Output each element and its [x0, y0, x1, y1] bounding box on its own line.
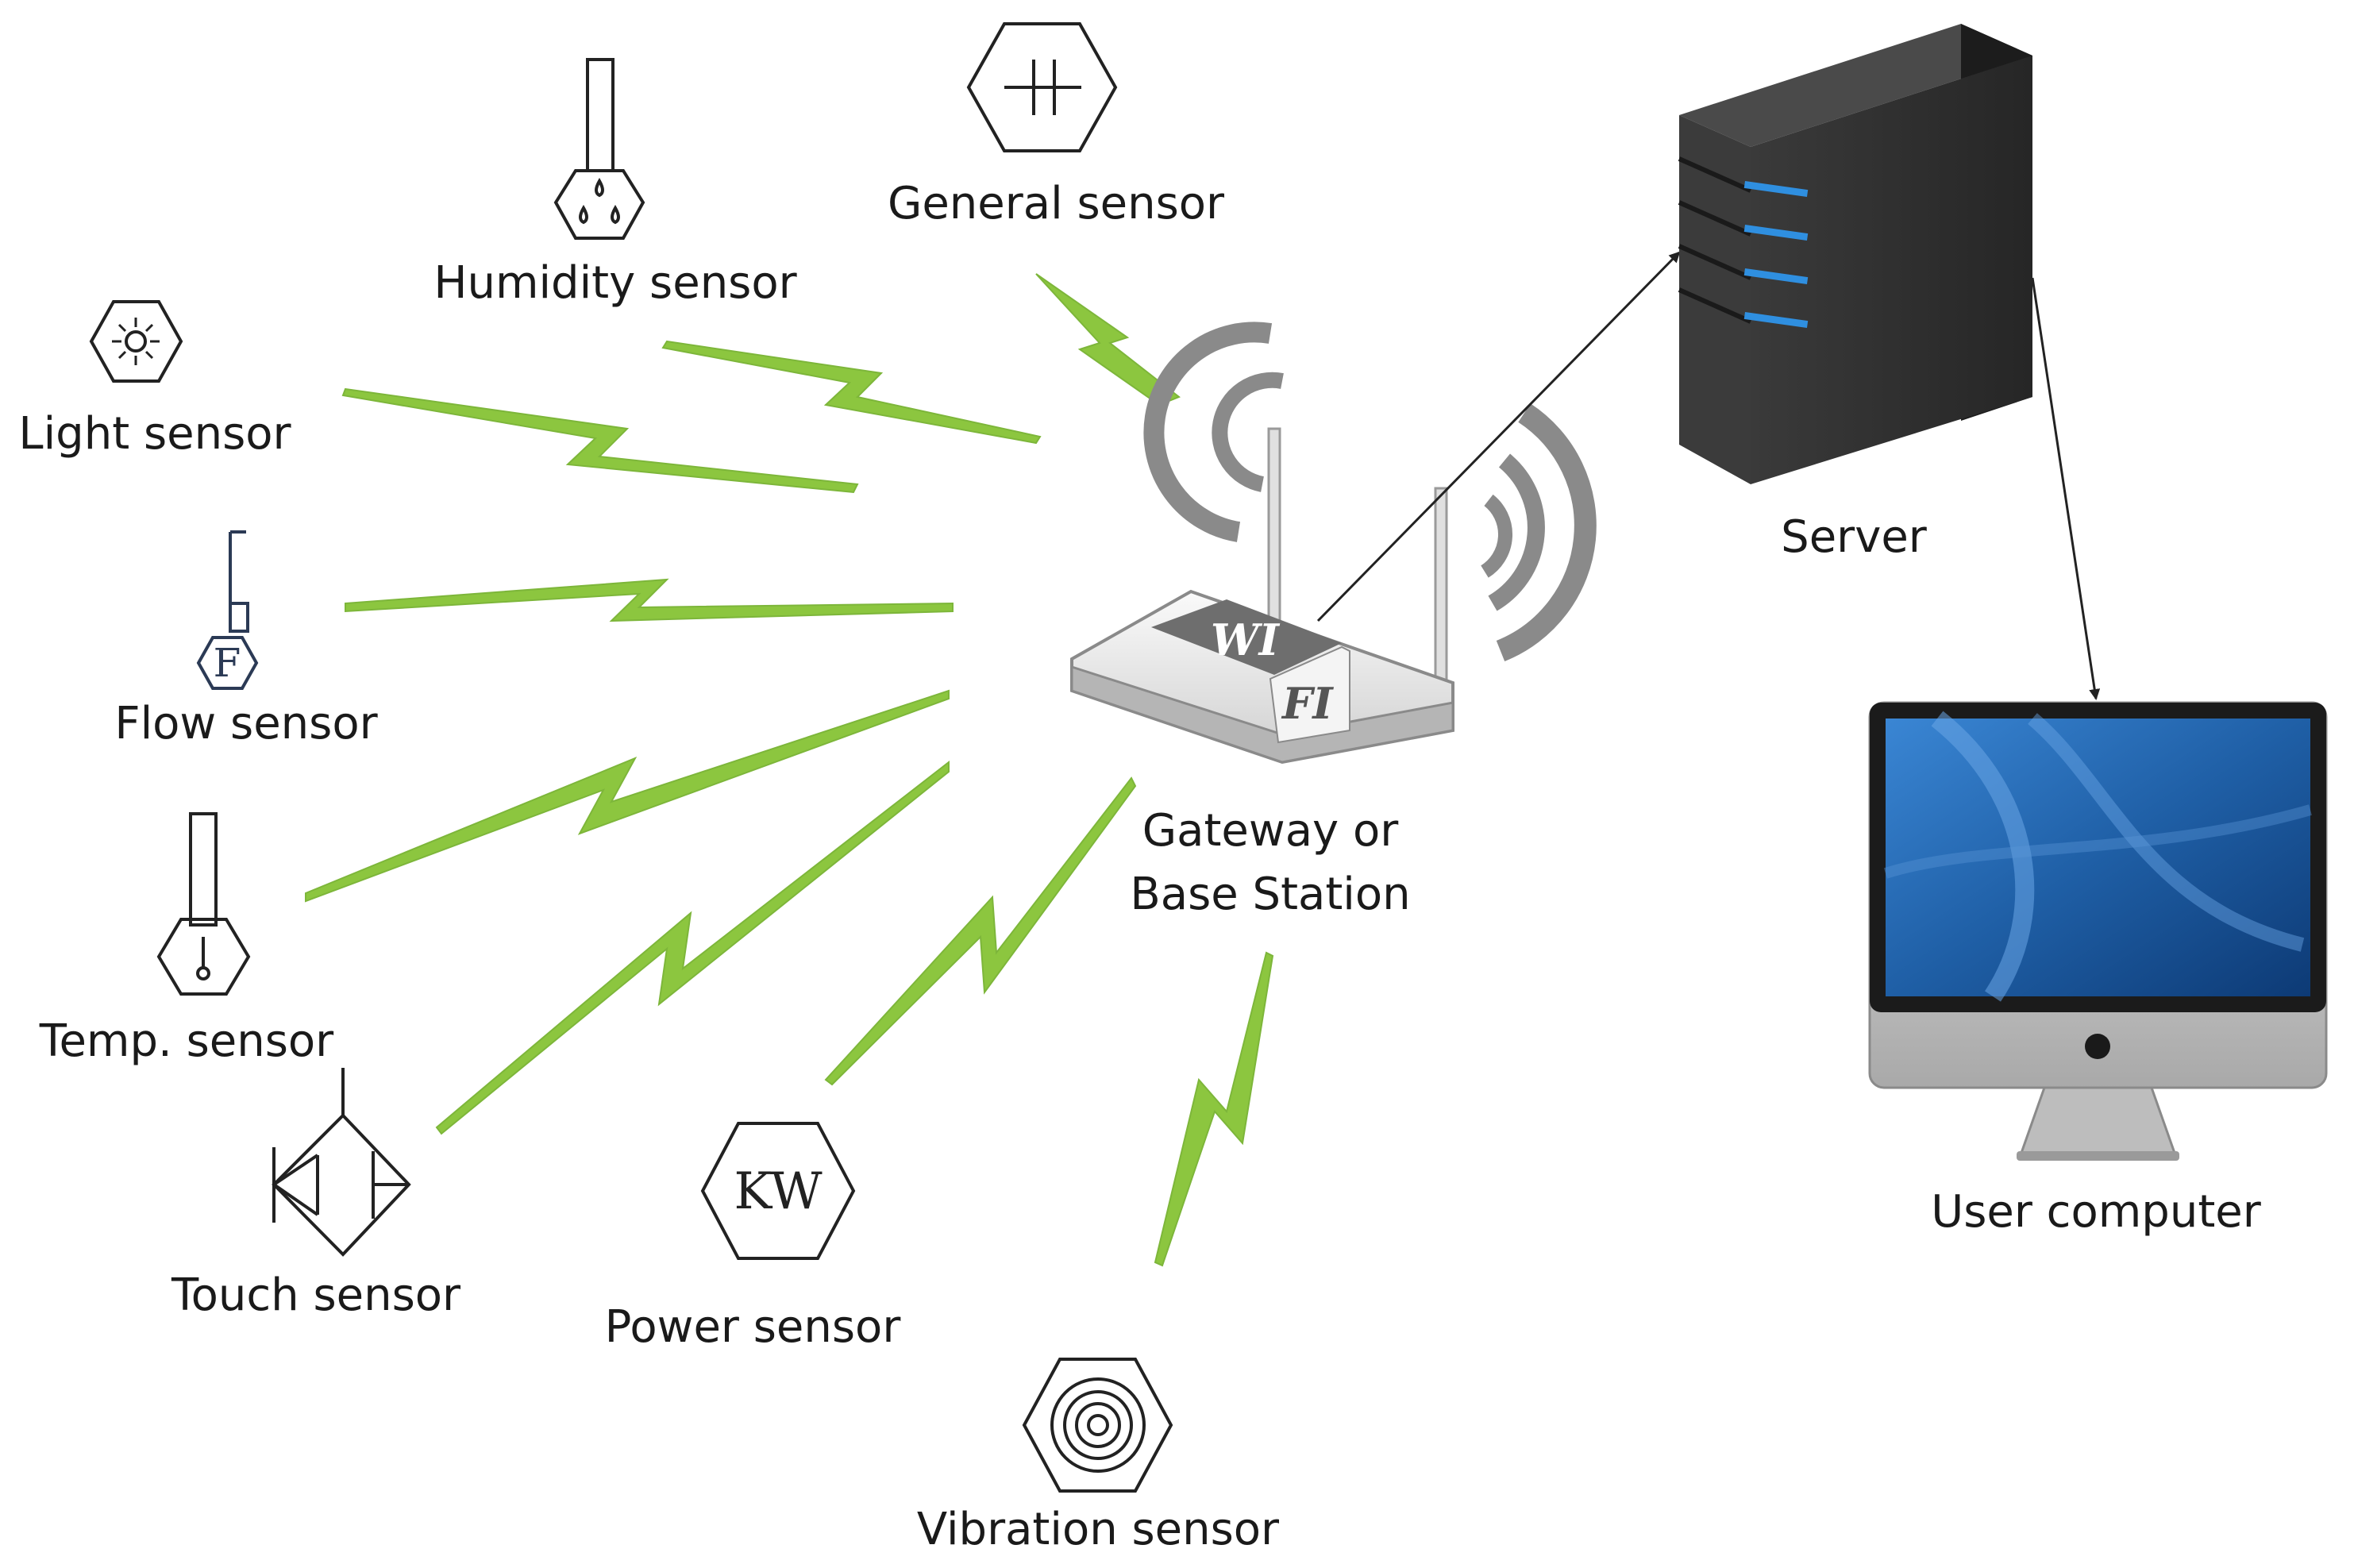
signal-vibration	[1154, 951, 1274, 1267]
touch-diode-icon	[272, 1068, 411, 1257]
signal-touch	[435, 760, 950, 1135]
signal-power	[824, 776, 1137, 1086]
touch-sensor-label: Touch sensor	[171, 1269, 461, 1321]
flow-glyph: F	[214, 640, 241, 686]
wireless-signals	[305, 273, 1274, 1267]
capacitor-hexagon-icon	[966, 22, 1118, 152]
gateway-label-line1: Gateway or	[1142, 805, 1399, 857]
flow-sensor-label: Flow sensor	[114, 698, 378, 749]
router-waves	[1143, 322, 1597, 661]
server-label: Server	[1781, 511, 1928, 563]
user-computer-label: User computer	[1931, 1186, 2261, 1238]
server-to-computer-arrow	[2031, 277, 2101, 700]
humidity-probe-icon	[553, 58, 645, 240]
monitor-icon	[1868, 701, 2328, 1161]
humidity-sensor-label: Humidity sensor	[433, 257, 797, 309]
power-sensor-label: Power sensor	[605, 1301, 902, 1353]
wifi-router-icon: WI FI	[1070, 427, 1454, 765]
general-sensor-label: General sensor	[888, 178, 1225, 229]
concentric-circles-icon	[1022, 1358, 1173, 1493]
power-glyph: KW	[734, 1162, 823, 1221]
temp-sensor-label: Temp. sensor	[39, 1015, 334, 1067]
signal-light	[341, 387, 859, 494]
flow-probe-icon	[196, 530, 259, 690]
kw-hexagon-icon	[700, 1122, 856, 1260]
thermometer-probe-icon	[156, 812, 251, 996]
vibration-sensor-label: Vibration sensor	[917, 1504, 1280, 1555]
apple-logo-icon	[2085, 1034, 2110, 1059]
gateway-to-server-arrow	[1316, 251, 1681, 622]
light-sensor-label: Light sensor	[18, 408, 291, 460]
signal-humidity	[661, 340, 1042, 445]
signal-flow	[345, 578, 954, 622]
server-tower-icon	[1678, 24, 2032, 484]
sun-hexagon-icon	[89, 300, 183, 383]
gateway-label-line2: Base Station	[1130, 869, 1410, 920]
signal-temp	[305, 689, 950, 903]
router-badge-fi: FI	[1281, 678, 1334, 729]
router-badge-wi: WI	[1211, 614, 1281, 665]
